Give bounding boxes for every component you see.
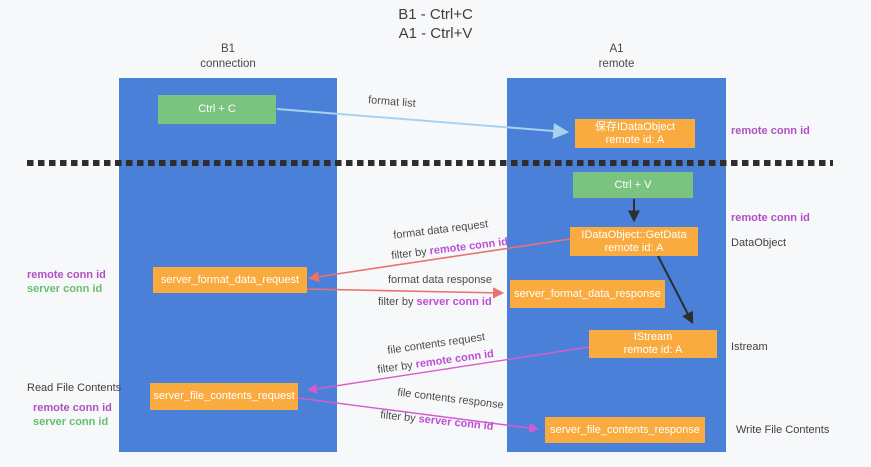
filter-prefix: filter by [376,358,417,377]
node-server-file-contents-request-label: server_file_contents_request [153,390,295,402]
annotation-left-server-conn-id-1: server conn id [27,283,103,295]
label-file-contents-response: file contents response [396,386,505,412]
annotation-dataobject: DataObject [731,237,787,249]
node-istream-line1: IStream [633,331,673,343]
diagram-title: B1 - Ctrl+C A1 - Ctrl+V [0,5,871,43]
lane-b1-name: B1 [220,43,236,55]
annotation-istream: Istream [731,341,768,353]
node-server-format-data-request-label: server_format_data_request [160,273,300,286]
node-save-idataobject: 保存IDataObject remote id: A [575,119,695,148]
node-idataobject-getdata: IDataObject::GetData remote id: A [570,227,698,256]
annotation-left-server-conn-id-2: server conn id [33,416,109,428]
node-save-idataobject-line2: remote id: A [605,133,665,146]
label-format-data-response: format data response [388,274,492,286]
lane-b1-type: connection [200,58,256,70]
annotation-write-file-contents: Write File Contents [736,424,830,436]
node-ctrl-v: Ctrl + V [573,172,693,198]
node-save-idataobject-line1: 保存IDataObject [594,120,676,133]
lane-header-b1: B1 connection [119,42,337,72]
lane-a1-name: A1 [609,43,624,55]
node-ctrl-v-label: Ctrl + V [614,178,652,191]
annotation-remote-conn-id-mid: remote conn id [731,212,810,224]
label-format-data-request: format data request [392,218,489,242]
node-ctrl-c: Ctrl + C [158,95,276,124]
node-server-format-data-response: server_format_data_response [510,280,665,308]
node-server-format-data-response-label: server_format_data_response [514,287,661,300]
annotation-remote-conn-id-top: remote conn id [731,125,810,137]
title-line-2: A1 - Ctrl+V [398,25,473,42]
node-getdata-line1: IDataObject::GetData [581,228,687,241]
node-istream: IStream remote id: A [589,330,717,358]
filter-prefix: filter by [378,296,417,308]
annotation-left-remote-conn-id-2: remote conn id [33,402,112,414]
annotation-left-remote-conn-id-1: remote conn id [27,269,106,281]
filter-server-conn-id: server conn id [417,413,495,433]
filter-remote-conn-id: remote conn id [428,235,509,258]
lane-header-a1: A1 remote [507,42,726,72]
label-format-list: format list [367,94,417,110]
label-filter-format-response: filter by server conn id [378,296,492,308]
node-server-file-contents-response-label: server_file_contents_response [550,423,700,436]
filter-server-conn-id: server conn id [416,296,492,308]
node-istream-line2: remote id: A [623,344,683,356]
filter-prefix: filter by [390,245,431,263]
title-line-1: B1 - Ctrl+C [398,6,473,23]
node-ctrl-c-label: Ctrl + C [198,103,236,115]
label-filter-file-response: filter by server conn id [380,409,494,433]
lane-a1-type: remote [598,58,635,70]
node-getdata-line2: remote id: A [604,241,664,254]
node-server-file-contents-request: server_file_contents_request [150,383,298,410]
filter-prefix: filter by [379,409,420,426]
node-server-format-data-request: server_format_data_request [153,267,307,293]
annotation-read-file-contents: Read File Contents [27,382,122,394]
node-server-file-contents-response: server_file_contents_response [545,417,705,443]
